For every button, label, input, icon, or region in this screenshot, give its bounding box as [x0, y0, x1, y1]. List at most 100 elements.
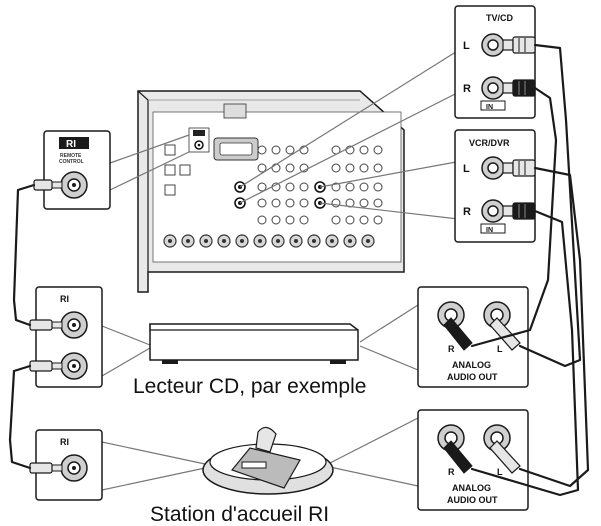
dock-analog-r-label: R — [448, 467, 455, 477]
tvcd-r-jack — [487, 82, 499, 94]
vcrdvr-r-jack — [487, 205, 499, 217]
receiver-jack — [331, 215, 341, 225]
audio-cable-tvcd-l — [518, 43, 582, 368]
speaker-terminal-core — [330, 239, 334, 243]
cd-analog-r-plug — [443, 317, 473, 351]
receiver-jack — [257, 198, 267, 208]
receiver-rear-panel — [137, 90, 405, 293]
receiver-jack — [285, 145, 295, 155]
receiver-jack — [373, 198, 383, 208]
speaker-terminal-core — [294, 239, 298, 243]
receiver-jack — [359, 215, 369, 225]
receiver-jack — [299, 182, 309, 192]
receiver-port — [164, 144, 176, 156]
receiver-jack — [359, 145, 369, 155]
remote-label-line2: CONTROL — [59, 159, 84, 165]
callout-tvcd-r — [239, 87, 468, 204]
tvcd-in-tag: IN — [486, 104, 493, 111]
dock-analog-r-plug — [443, 440, 473, 474]
remote-label-line1: REMOTE — [60, 153, 82, 159]
dock-analog-title-line2: AUDIO OUT — [447, 495, 498, 505]
speaker-terminal-core — [240, 239, 244, 243]
audio-cable-vcr-r — [470, 209, 580, 497]
receiver-jack — [271, 163, 281, 173]
tvcd-l-jack — [487, 39, 499, 51]
cd-analog-out-panel: R L ANALOG AUDIO OUT — [417, 286, 529, 388]
receiver-jack — [331, 163, 341, 173]
receiver-jack — [257, 145, 267, 155]
dock-analog-out-panel: R L ANALOG AUDIO OUT — [417, 409, 529, 511]
speaker-terminal-core — [168, 239, 172, 243]
speaker-terminal-core — [204, 239, 208, 243]
vcrdvr-l-jack — [487, 162, 499, 174]
receiver-jack — [257, 182, 267, 192]
receiver-jack-grid — [164, 144, 383, 225]
receiver-jack — [285, 163, 295, 173]
cd-analog-title-line1: ANALOG — [452, 360, 491, 370]
dock-analog-l-plug — [489, 440, 521, 474]
receiver-jack — [373, 163, 383, 173]
receiver-jack — [299, 215, 309, 225]
cd-player-caption: Lecteur CD, par exemple — [133, 375, 366, 398]
tvcd-l-plug — [502, 36, 536, 54]
receiver-jack — [359, 182, 369, 192]
vcrdvr-r-label: R — [463, 206, 471, 218]
receiver-ri-panel: RI REMOTE CONTROL — [33, 130, 111, 210]
speaker-terminal-core — [258, 239, 262, 243]
receiver-ri-logo: RI — [66, 139, 76, 150]
ri-dock-device — [202, 426, 334, 495]
callout-ri-receiver — [109, 134, 190, 164]
receiver-jack — [285, 182, 295, 192]
cd-analog-r-label: R — [448, 344, 455, 354]
receiver-jack — [373, 145, 383, 155]
cd-ri-panel: RI — [29, 286, 103, 388]
tvcd-r-label: R — [463, 83, 471, 95]
receiver-jack — [271, 198, 281, 208]
receiver-jack — [345, 215, 355, 225]
receiver-port — [164, 164, 176, 176]
callout-lines — [101, 44, 468, 491]
cd-ri-plug-2 — [29, 360, 63, 372]
receiver-jack — [271, 215, 281, 225]
ri-cable-receiver-to-cd — [12, 183, 36, 327]
receiver-port — [164, 184, 176, 196]
speaker-terminal-core — [312, 239, 316, 243]
callout-analog-dock — [329, 417, 419, 464]
cables — [8, 43, 590, 497]
vcrdvr-title: VCR/DVR — [469, 138, 510, 148]
receiver-jack — [345, 163, 355, 173]
callout-vcr — [319, 159, 468, 188]
tvcd-l-label: L — [463, 40, 470, 52]
callout-tvcd-l — [239, 44, 468, 188]
audio-cable-vcr-l — [518, 166, 590, 488]
receiver-jack — [345, 182, 355, 192]
remote-control-plug — [33, 179, 63, 191]
vcrdvr-l-label: L — [463, 163, 470, 175]
receiver-jack — [257, 163, 267, 173]
cd-analog-l-label: L — [497, 344, 503, 354]
speaker-terminal-row — [163, 234, 375, 248]
receiver-port — [179, 164, 191, 176]
callout-ri-cd — [101, 325, 151, 346]
vcrdvr-input-panel: VCR/DVR L R IN — [454, 129, 536, 243]
receiver-jack — [359, 198, 369, 208]
speaker-terminal-core — [366, 239, 370, 243]
vcrdvr-r-plug — [502, 202, 536, 220]
cd-ri-label: RI — [60, 294, 69, 304]
dock-ri-label: RI — [60, 437, 69, 447]
tvcd-title: TV/CD — [486, 13, 514, 23]
receiver-jack — [257, 215, 267, 225]
receiver-jack — [373, 182, 383, 192]
receiver-jack — [373, 215, 383, 225]
audio-cable-tvcd-r — [470, 86, 558, 348]
tvcd-input-panel: TV/CD L R IN — [454, 5, 536, 119]
cd-player-device — [149, 323, 359, 364]
dock-caption: Station d'accueil RI — [150, 503, 329, 526]
receiver-jack — [331, 198, 341, 208]
speaker-terminal-core — [276, 239, 280, 243]
speaker-terminal-core — [186, 239, 190, 243]
receiver-jack — [285, 198, 295, 208]
speaker-terminal-core — [348, 239, 352, 243]
vcrdvr-in-tag: IN — [486, 227, 493, 234]
